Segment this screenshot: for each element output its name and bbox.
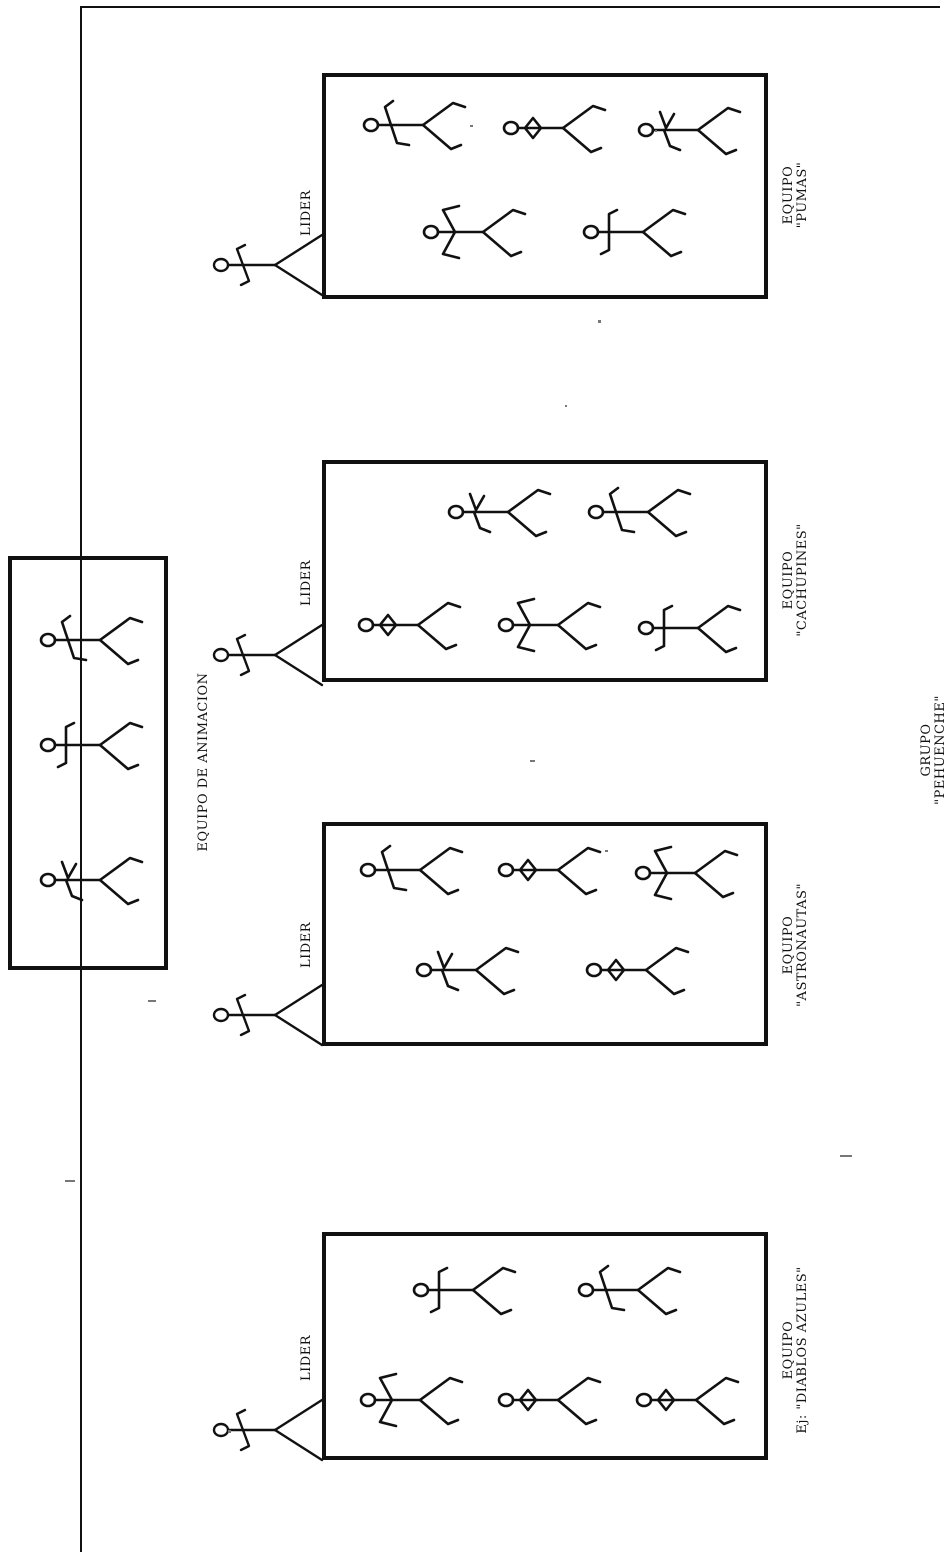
leader-figure-icon [214, 625, 322, 685]
scan-speck [655, 130, 657, 132]
astronautas-member-icon [636, 847, 737, 899]
astronautas-member-icon [361, 846, 462, 894]
scan-speck [598, 320, 601, 323]
scan-speck [565, 405, 567, 407]
pumas-member-icon [504, 106, 605, 152]
scan-speck [148, 1000, 156, 1002]
animation-figure-icon [41, 616, 142, 664]
astronautas-member-icon [417, 948, 518, 994]
astronautas-member-icon [499, 848, 600, 894]
diablos-member-icon [414, 1268, 515, 1314]
diablos-member-icon [637, 1378, 738, 1424]
leader-figure-icon [214, 985, 322, 1045]
diablos-member-icon [361, 1374, 462, 1426]
scan-speck [840, 1155, 852, 1157]
scan-speck [65, 1180, 75, 1182]
cachupines-member-icon [449, 490, 550, 536]
scan-speck [530, 760, 535, 762]
scan-speck [228, 1430, 231, 1433]
pumas-member-icon [424, 206, 525, 258]
diablos-member-icon [499, 1378, 600, 1424]
diablos-member-icon [579, 1266, 680, 1314]
astronautas-member-icon [587, 948, 688, 994]
animation-figure-icon [41, 723, 142, 769]
cachupines-member-icon [589, 488, 690, 536]
cachupines-member-icon [499, 599, 600, 651]
scan-speck [605, 850, 608, 852]
pumas-member-icon [364, 101, 465, 149]
animation-figure-icon [41, 858, 142, 904]
leader-figure-icon [214, 235, 322, 295]
cachupines-member-icon [639, 606, 740, 652]
scan-speck [470, 125, 473, 127]
cachupines-member-icon [359, 603, 460, 649]
pumas-member-icon [584, 210, 685, 256]
